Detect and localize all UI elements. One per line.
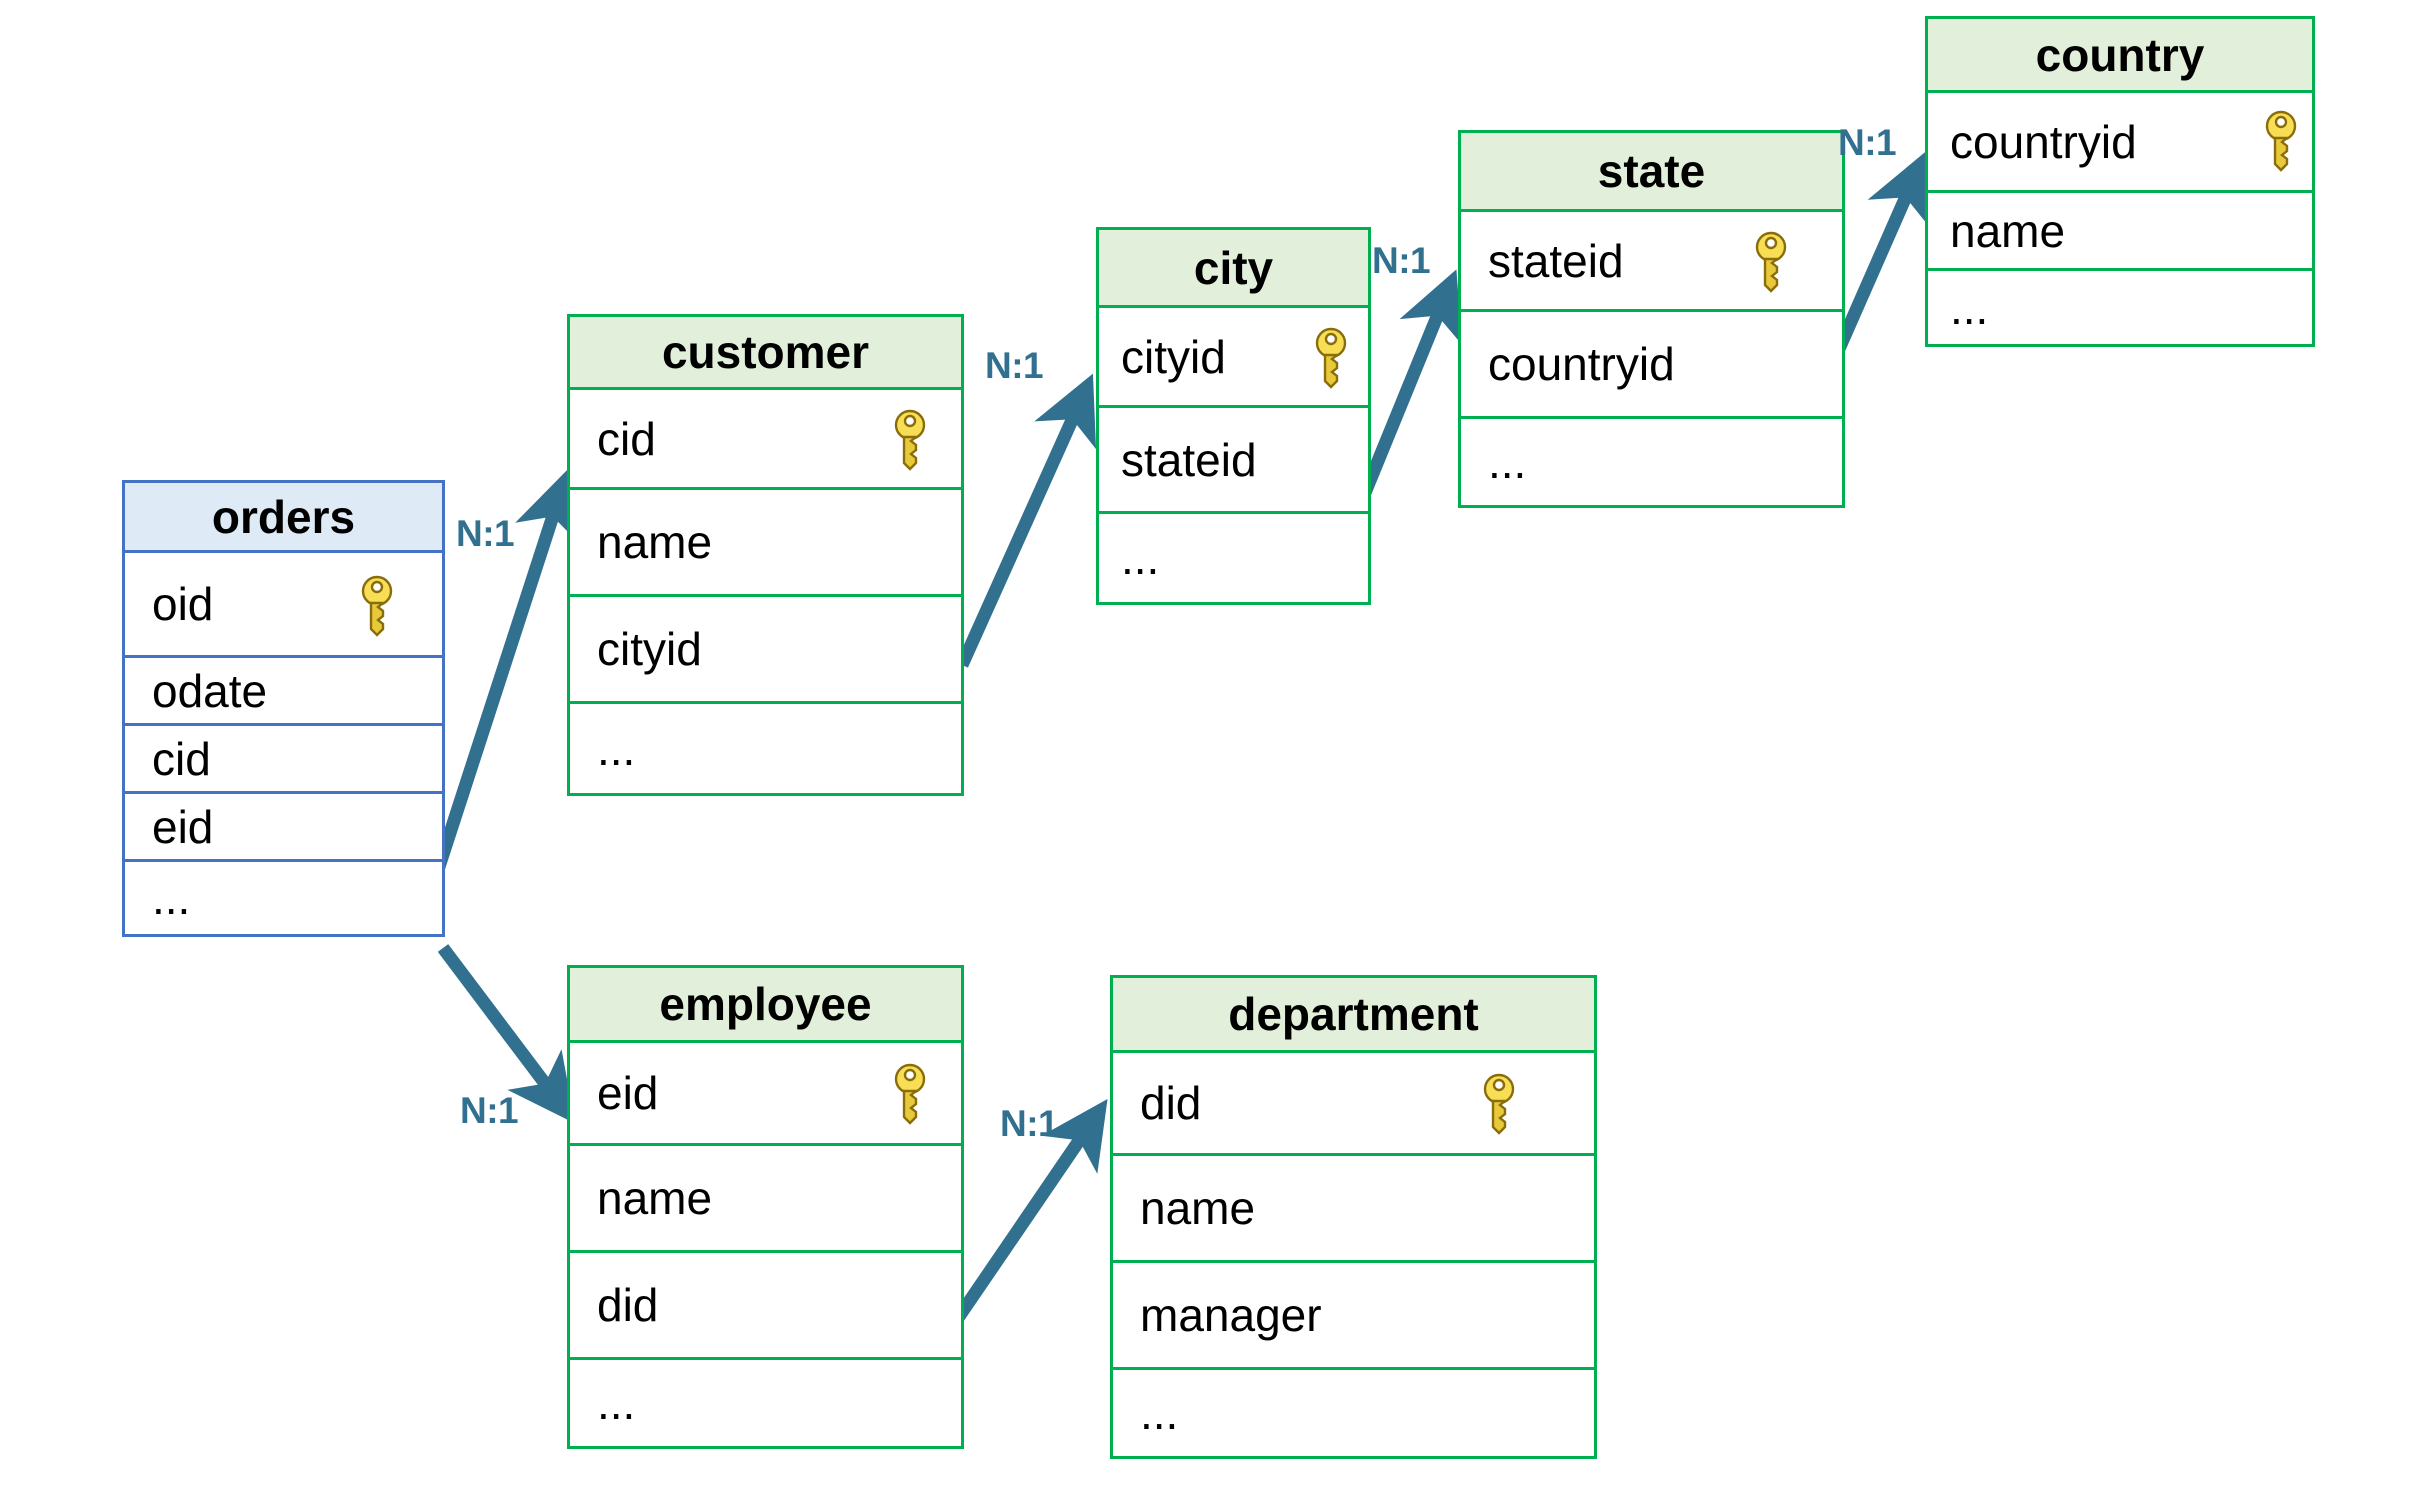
field-label-eid: eid (597, 1067, 659, 1119)
primary-key-icon (1315, 327, 1347, 389)
primary-key-icon (894, 1063, 926, 1125)
field-label-cid: cid (597, 412, 656, 465)
field-row-state-stateid[interactable]: stateid (1461, 212, 1842, 312)
entity-name-customer: customer (661, 326, 870, 378)
field-row-department-more[interactable]: ... (1113, 1370, 1594, 1456)
field-row-department-did[interactable]: did (1113, 1053, 1594, 1156)
field-label-stateid: stateid (1121, 433, 1257, 486)
field-label-name: name (1140, 1182, 1256, 1234)
field-row-employee-more[interactable]: ... (570, 1360, 961, 1446)
field-row-department-manager[interactable]: manager (1113, 1263, 1594, 1370)
entity-name-country: country (2035, 28, 2205, 81)
entity-name-state: state (1597, 145, 1706, 197)
entity-table-employee-header: employee (570, 968, 961, 1043)
cardinality-label-customer-city: N:1 (985, 345, 1044, 386)
field-label-name: name (1950, 204, 2066, 257)
field-row-state-countryid[interactable]: countryid (1461, 312, 1842, 419)
arrow-customer-city (956, 373, 1097, 668)
field-row-department-name[interactable]: name (1113, 1156, 1594, 1263)
field-row-orders-odate[interactable]: odate (125, 658, 442, 726)
entity-name-department: department (1228, 988, 1479, 1040)
entity-table-orders-header: orders (125, 483, 442, 553)
field-label-odate: odate (152, 664, 268, 717)
cardinality-label-orders-customer: N:1 (456, 513, 515, 554)
entity-table-state[interactable]: state stateid countryid ... (1458, 130, 1845, 508)
entity-table-city[interactable]: city cityid stateid ... (1096, 227, 1371, 605)
field-row-state-more[interactable]: ... (1461, 419, 1842, 505)
field-label-manager: manager (1140, 1289, 1322, 1341)
field-label-more: ... (1488, 436, 1527, 488)
field-row-orders-oid[interactable]: oid (125, 553, 442, 658)
entity-table-country[interactable]: country countryid name ... (1925, 16, 2315, 347)
primary-key-icon (1483, 1073, 1515, 1135)
entity-name-employee: employee (659, 978, 872, 1030)
cardinality-label-orders-employee: N:1 (460, 1090, 519, 1131)
field-label-cid: cid (152, 732, 211, 785)
field-row-city-more[interactable]: ... (1099, 514, 1368, 602)
entity-table-state-header: state (1461, 133, 1842, 212)
arrow-orders-employee (437, 944, 576, 1124)
field-row-employee-did[interactable]: did (570, 1253, 961, 1360)
field-row-city-cityid[interactable]: cityid (1099, 308, 1368, 408)
field-label-eid: eid (152, 800, 214, 853)
field-label-did: did (597, 1279, 659, 1331)
field-label-more: ... (1950, 281, 1989, 334)
field-row-country-name[interactable]: name (1928, 193, 2312, 271)
field-row-orders-more[interactable]: ... (125, 862, 442, 934)
field-row-country-countryid[interactable]: countryid (1928, 93, 2312, 193)
field-label-more: ... (597, 722, 636, 775)
entity-table-customer[interactable]: customer cid name cityid ... (567, 314, 964, 796)
entity-table-customer-header: customer (570, 317, 961, 390)
field-label-cityid: cityid (597, 623, 702, 675)
field-row-city-stateid[interactable]: stateid (1099, 408, 1368, 514)
field-label-cityid: cityid (1121, 330, 1226, 383)
field-label-name: name (597, 1172, 713, 1224)
field-label-more: ... (1121, 532, 1160, 584)
field-row-orders-eid[interactable]: eid (125, 794, 442, 862)
arrow-city-state (1353, 269, 1463, 508)
field-row-customer-name[interactable]: name (570, 490, 961, 597)
field-label-stateid: stateid (1488, 234, 1624, 287)
field-label-countryid: countryid (1488, 338, 1675, 390)
entity-table-orders[interactable]: orders oid odate cid eid ... (122, 480, 445, 937)
field-row-customer-cityid[interactable]: cityid (570, 597, 961, 704)
arrow-orders-customer (430, 468, 580, 876)
cardinality-label-employee-department: N:1 (1000, 1103, 1059, 1144)
entity-table-employee[interactable]: employee eid name did ... (567, 965, 964, 1449)
entity-table-department[interactable]: department did name manager ... (1110, 975, 1597, 1459)
field-row-country-more[interactable]: ... (1928, 271, 2312, 344)
primary-key-icon (361, 575, 393, 637)
field-label-did: did (1140, 1077, 1202, 1129)
field-row-employee-eid[interactable]: eid (570, 1043, 961, 1146)
primary-key-icon (894, 409, 926, 471)
entity-table-country-header: country (1928, 19, 2312, 93)
field-label-oid: oid (152, 578, 214, 630)
primary-key-icon (1755, 231, 1787, 293)
entity-name-orders: orders (211, 490, 356, 543)
field-label-countryid: countryid (1950, 115, 2137, 168)
entity-table-department-header: department (1113, 978, 1594, 1053)
entity-table-city-header: city (1099, 230, 1368, 308)
field-label-more: ... (597, 1377, 636, 1429)
field-row-employee-name[interactable]: name (570, 1146, 961, 1253)
field-label-more: ... (1140, 1387, 1179, 1439)
entity-name-city: city (1193, 241, 1274, 294)
cardinality-label-city-state: N:1 (1372, 240, 1431, 281)
arrow-employee-department (952, 1099, 1108, 1322)
field-row-customer-more[interactable]: ... (570, 704, 961, 793)
field-label-name: name (597, 516, 713, 568)
field-row-orders-cid[interactable]: cid (125, 726, 442, 794)
field-label-more: ... (152, 872, 191, 924)
primary-key-icon (2265, 110, 2297, 172)
cardinality-label-state-country: N:1 (1838, 122, 1897, 163)
field-row-customer-cid[interactable]: cid (570, 390, 961, 490)
